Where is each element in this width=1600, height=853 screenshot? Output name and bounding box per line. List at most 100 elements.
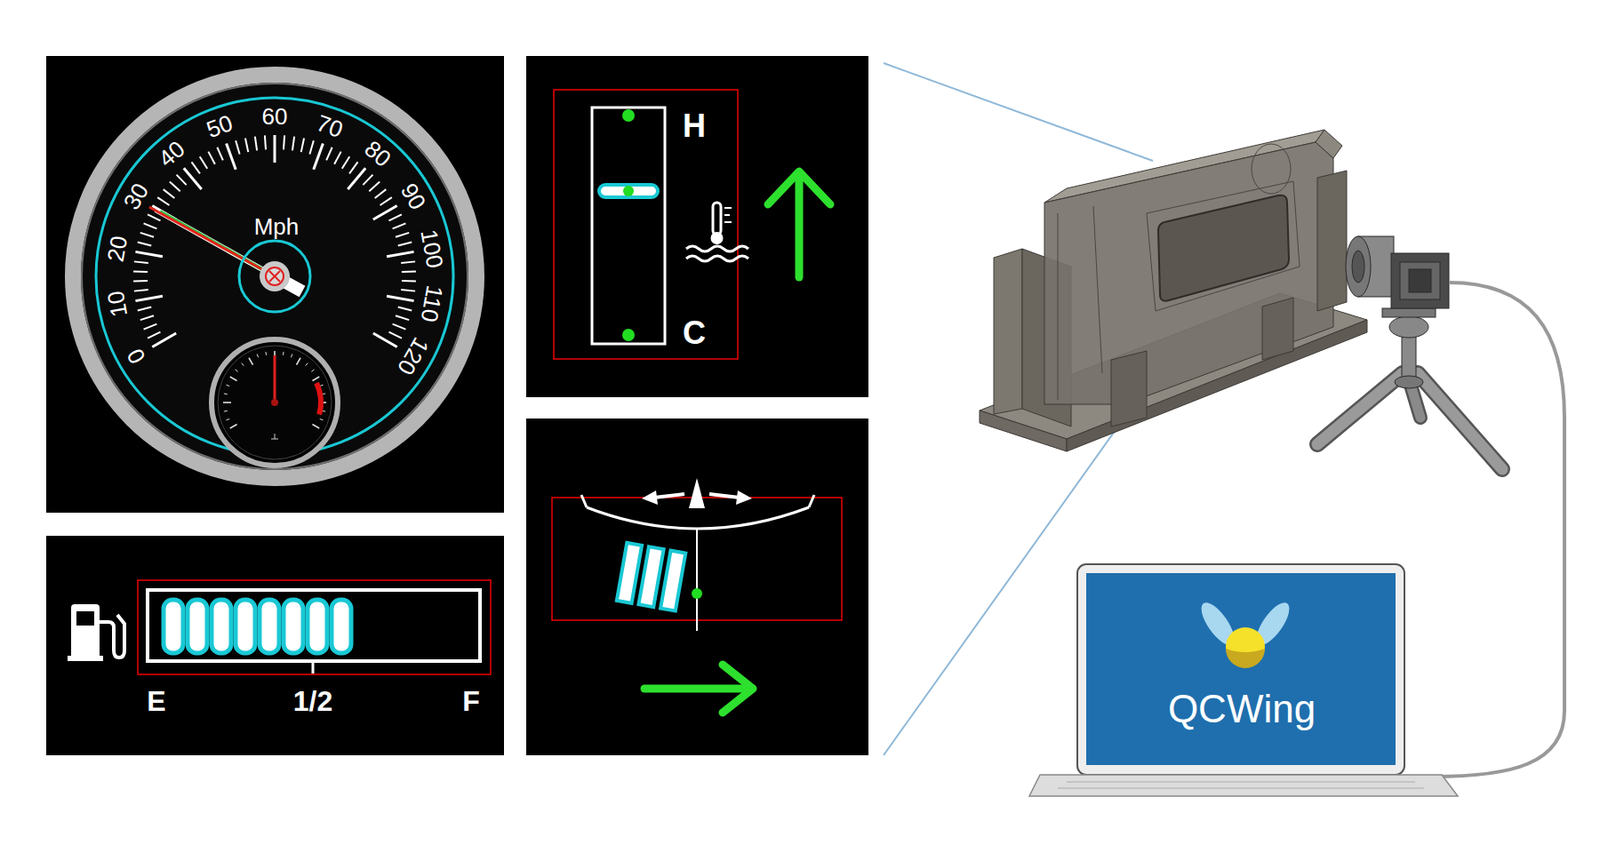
- dial-number: 90: [396, 179, 430, 214]
- camera-tripod-part: [1352, 250, 1365, 283]
- usb-cable: [1432, 282, 1565, 777]
- camera-tripod-part: [1345, 236, 1371, 297]
- speedometer-graphic-part: [269, 271, 280, 282]
- fixture-render-part: [1315, 129, 1343, 159]
- speed-tick: [347, 168, 366, 190]
- laptop-part: [1086, 573, 1396, 766]
- subdial-tick: [224, 392, 228, 395]
- dial-number: 110: [417, 284, 448, 325]
- camera-tripod-part: [1389, 316, 1429, 338]
- temperature-graphic-part: [553, 89, 738, 360]
- speed-tick: [134, 261, 149, 264]
- speedometer-graphic-part: [265, 267, 284, 286]
- speed-tick: [216, 147, 224, 161]
- fixture-render-part: [1251, 144, 1291, 194]
- subdial-ticks: [223, 351, 327, 429]
- speed-tick: [386, 296, 415, 301]
- dial-number: 30: [120, 179, 153, 214]
- speed-tick: [301, 137, 304, 152]
- camera-tripod-part: [1417, 373, 1503, 470]
- speed-tick: [375, 189, 387, 199]
- camera-tripod-part: [1408, 269, 1432, 293]
- camera-tripod-part: [1317, 373, 1403, 445]
- tilt-graphic-part: [722, 664, 753, 713]
- dial-number: 10: [103, 289, 131, 320]
- fuel-graphic-part: [99, 615, 125, 658]
- subdial-tick: [311, 369, 314, 373]
- dial-number: 40: [154, 136, 190, 172]
- speed-tick: [309, 140, 313, 154]
- temperature-graphic-part: [686, 256, 749, 262]
- tilt-graphic-part: [644, 685, 752, 694]
- speed-tick: [386, 251, 415, 256]
- laptop-part: [1029, 775, 1458, 797]
- fixture-render-part: [1146, 181, 1300, 312]
- speed-tick: [157, 197, 169, 206]
- temperature-panel: HC: [526, 56, 869, 398]
- speed-tick: [389, 332, 402, 339]
- temperature-graphic-part: [712, 202, 721, 235]
- subdial-tick: [230, 424, 238, 430]
- dial-number: 80: [360, 136, 395, 172]
- temperature-graphic-part: [724, 214, 730, 216]
- speed-tick: [392, 223, 407, 229]
- subdial-tick: [312, 424, 320, 430]
- speedometer-graphic-part: [217, 345, 332, 460]
- subdial-tick: [312, 376, 320, 382]
- speedometer-graphic-part: [316, 383, 321, 416]
- subdial-tick: [282, 352, 285, 356]
- temperature-graphic-part: [622, 328, 635, 342]
- dial-number: 0: [122, 344, 150, 368]
- temperature-graphic-part: [724, 221, 732, 224]
- camera-tripod-part: [1391, 253, 1449, 309]
- speed-tick: [264, 135, 266, 150]
- speedometer-graphic-part: [274, 433, 276, 440]
- fixture-render-part: [1093, 206, 1103, 374]
- speed-tick: [273, 135, 277, 163]
- subdial-tick: [256, 353, 258, 358]
- subdial-tick: [223, 401, 232, 404]
- fuel-graphic: [46, 536, 504, 756]
- fixture-render-part: [1044, 142, 1334, 405]
- speed-tick: [133, 280, 148, 283]
- speed-tick: [373, 333, 398, 348]
- laptop: [1029, 564, 1458, 797]
- fuel-panel: E1/2F: [46, 536, 504, 756]
- speed-tick: [373, 206, 398, 221]
- speedometer-graphic-part: [46, 56, 504, 513]
- camera-tripod-part: [1382, 308, 1436, 318]
- speed-tick: [226, 144, 237, 170]
- subdial-tick: [248, 358, 254, 366]
- speed-tick: [398, 242, 413, 247]
- speed-tick: [380, 197, 392, 206]
- temperature-graphic-part: [592, 107, 665, 344]
- fuel-graphic-part: [331, 600, 352, 654]
- speed-tick: [401, 270, 416, 273]
- temperature-graphic-part: [711, 232, 724, 245]
- fuel-graphic-part: [147, 590, 480, 662]
- fuel-graphic-part: [259, 600, 280, 654]
- laptop-part: [1077, 564, 1405, 776]
- speed-tick: [334, 152, 342, 165]
- speed-tick: [283, 135, 285, 150]
- speed-tick: [208, 152, 216, 165]
- speedometer-graphic-part: [273, 355, 277, 403]
- subdial-tick: [320, 418, 324, 420]
- tilt-graphic-part: [709, 494, 740, 498]
- subdial-tick: [225, 418, 230, 420]
- speed-tick: [147, 214, 160, 221]
- speed-tick: [152, 333, 176, 348]
- dial-number: 120: [393, 334, 433, 380]
- fixture-render-part: [993, 248, 1023, 415]
- speed-tick: [395, 232, 409, 238]
- speed-tick: [176, 175, 187, 186]
- speed-tick: [401, 280, 416, 283]
- dial-number: 50: [203, 111, 236, 142]
- speedometer-graphic-part: [269, 271, 280, 282]
- leader-lines-part: [883, 63, 1153, 161]
- tilt-graphic-part: [688, 478, 705, 509]
- speed-tick: [140, 232, 154, 238]
- tilt-graphic-part: [736, 490, 752, 505]
